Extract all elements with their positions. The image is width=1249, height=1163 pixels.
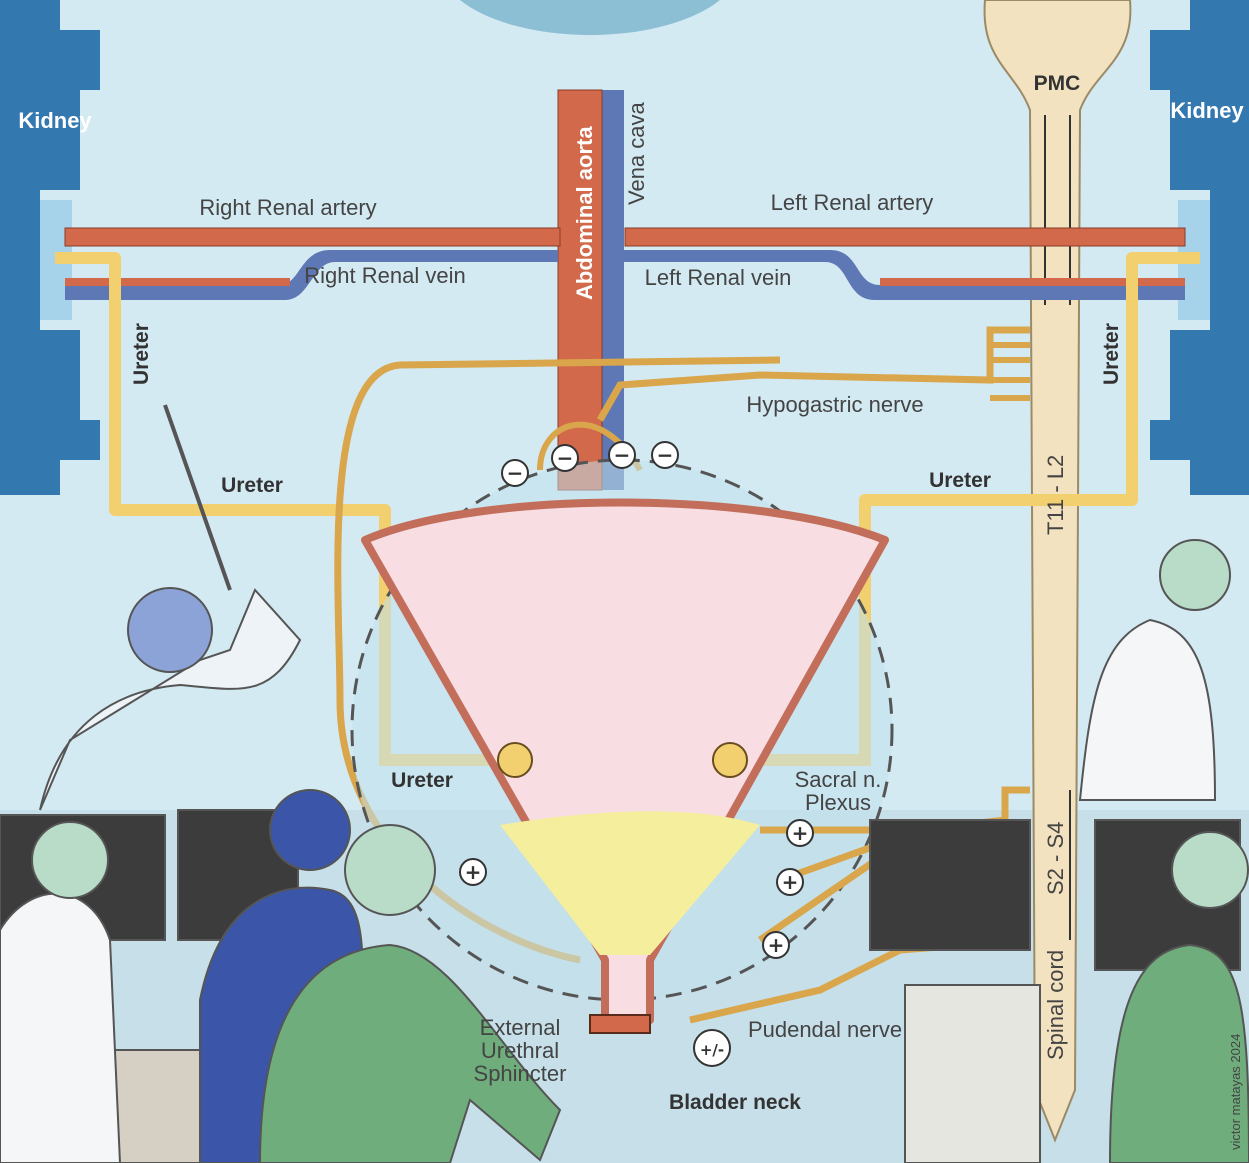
label-pudendal-nerve: Pudendal nerve — [748, 1017, 902, 1042]
label-vena-cava: Vena cava — [624, 101, 649, 205]
left-renal-artery-branch — [880, 278, 1185, 286]
plus-symbol-1: + — [465, 860, 482, 884]
label-ext-sphincter-3: Sphincter — [474, 1061, 567, 1086]
plus-minus-symbol: +/- — [700, 1041, 724, 1059]
label-ext-sphincter-2: Urethral — [481, 1038, 559, 1063]
left-renal-artery — [625, 228, 1185, 246]
staff-seated-left-cap — [32, 822, 108, 898]
label-ureter-vertical-right: Ureter — [1100, 323, 1123, 385]
label-ureter-mid-left: Ureter — [221, 474, 283, 497]
label-ureter-lower: Ureter — [391, 769, 453, 792]
plus-symbol-4: + — [768, 933, 785, 957]
ureter-orifice-left — [498, 743, 532, 777]
right-renal-artery-branch — [65, 278, 290, 286]
minus-symbol-2: − — [557, 446, 574, 470]
label-right-renal-artery: Right Renal artery — [199, 195, 376, 220]
label-sacral-plexus-1: Sacral n. — [795, 767, 882, 792]
label-kidney-right: Kidney — [1170, 98, 1244, 123]
label-ureter-vertical-left: Ureter — [130, 323, 153, 385]
monitor-right — [870, 820, 1030, 950]
label-kidney-left: Kidney — [18, 108, 92, 133]
label-ext-sphincter-1: External — [480, 1015, 561, 1040]
label-left-renal-artery: Left Renal artery — [771, 190, 934, 215]
staff-left-cap — [128, 588, 212, 672]
label-hypogastric-nerve: Hypogastric nerve — [746, 392, 923, 417]
staff-seated-left — [0, 894, 120, 1163]
label-right-renal-vein: Right Renal vein — [304, 263, 465, 288]
label-s2-s4: S2 - S4 — [1043, 822, 1068, 895]
plus-symbol-2: + — [792, 821, 809, 845]
label-ureter-mid-right: Ureter — [929, 469, 991, 492]
label-sacral-plexus-2: Plexus — [805, 790, 871, 815]
label-bladder-neck: Bladder neck — [669, 1091, 801, 1114]
plus-symbol-3: + — [782, 870, 799, 894]
right-renal-artery — [65, 228, 560, 246]
staff-right-cap — [1160, 540, 1230, 610]
label-t11-l2: T11 - L2 — [1043, 455, 1068, 535]
label-abdominal-aorta: Abdominal aorta — [572, 126, 597, 300]
label-left-renal-vein: Left Renal vein — [645, 265, 792, 290]
minus-symbol-4: − — [657, 443, 674, 467]
console-right — [905, 985, 1040, 1163]
artist-signature: victor matayas 2024 — [1228, 1034, 1243, 1150]
staff-green-cap — [345, 825, 435, 915]
label-pmc: PMC — [1034, 72, 1081, 95]
minus-symbol-1: − — [507, 461, 524, 485]
minus-symbol-3: − — [614, 443, 631, 467]
label-spinal-cord: Spinal cord — [1043, 950, 1068, 1060]
staff-blue-cap — [270, 790, 350, 870]
staff-seated-right-cap — [1172, 832, 1248, 908]
ureter-orifice-right — [713, 743, 747, 777]
external-urethral-sphincter — [590, 1015, 650, 1033]
